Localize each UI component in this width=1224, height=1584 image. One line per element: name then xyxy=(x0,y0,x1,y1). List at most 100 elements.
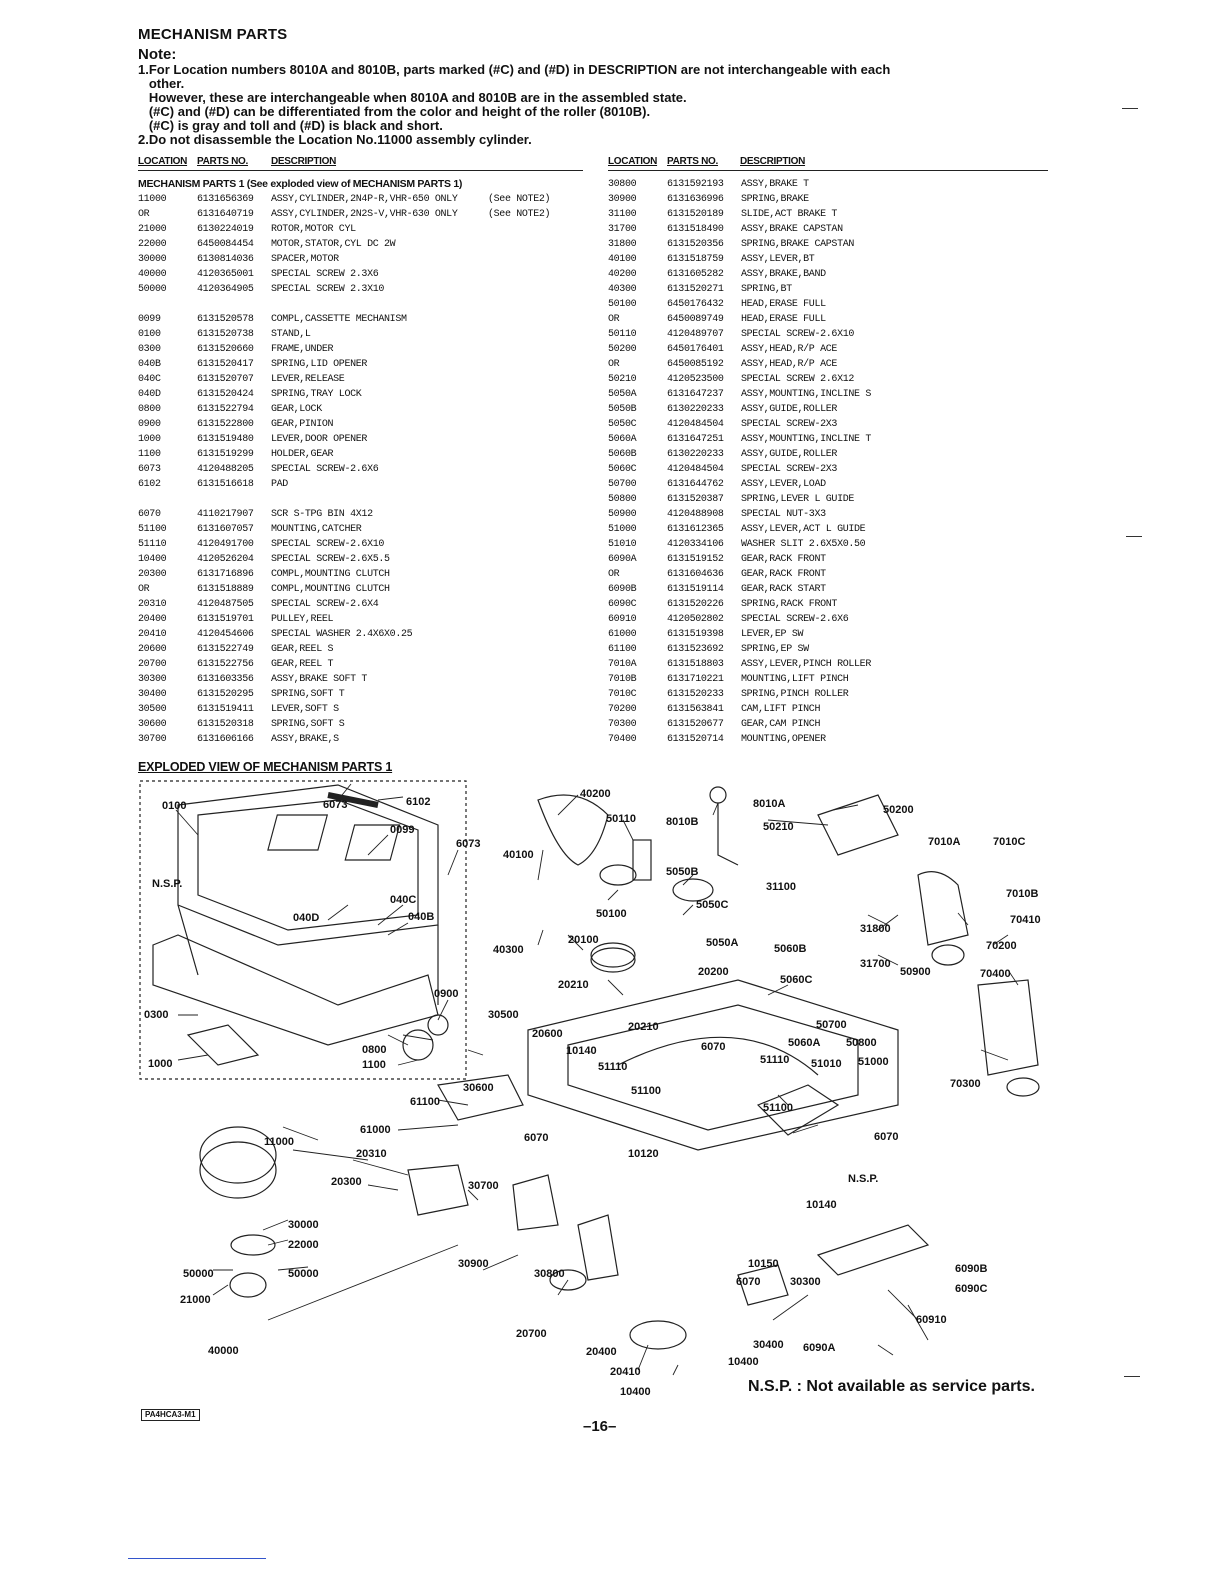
callout-label: 1100 xyxy=(362,1059,386,1071)
description-cell: ASSY,LEVER,ACT L GUIDE xyxy=(741,524,866,535)
callout-label: 61100 xyxy=(410,1096,440,1108)
callout-label: 20210 xyxy=(628,1021,659,1033)
table-row: 22000 6450084454 MOTOR,STATOR,CYL DC 2W xyxy=(138,237,588,252)
description-cell: CAM,LIFT PINCH xyxy=(741,704,821,715)
location-cell: 0900 xyxy=(138,419,161,430)
cam-pinch-gear xyxy=(1006,1077,1040,1097)
description-cell: SPRING,BT xyxy=(741,284,792,295)
parts-no-cell: 6131522749 xyxy=(197,644,254,655)
cassette-frame-inner xyxy=(197,799,419,931)
description-cell: ASSY,LEVER,PINCH ROLLER xyxy=(741,659,871,670)
reel-t-table xyxy=(672,878,714,902)
location-cell: 040C xyxy=(138,374,161,385)
parts-no-cell: 4120488908 xyxy=(667,509,724,520)
location-cell: 22000 xyxy=(138,239,167,250)
description-cell: MOTOR,STATOR,CYL DC 2W xyxy=(271,239,396,250)
parts-no-cell: 6131520356 xyxy=(667,239,724,250)
parts-no-cell: 6131520387 xyxy=(667,494,724,505)
description-cell: COMPL,CASSETTE MECHANISM xyxy=(271,314,407,325)
callout-label: 51110 xyxy=(598,1061,627,1073)
col-description: DESCRIPTION xyxy=(740,156,806,167)
location-cell: 5050A xyxy=(608,389,637,400)
callout-label: 61000 xyxy=(360,1124,391,1136)
callout-label: 21000 xyxy=(180,1294,211,1306)
parts-no-cell: 6131520271 xyxy=(667,284,724,295)
location-cell: 61100 xyxy=(608,644,637,655)
location-cell: 40000 xyxy=(138,269,167,280)
description-cell: FRAME,UNDER xyxy=(271,344,334,355)
callout-label: 50800 xyxy=(846,1037,877,1049)
parts-no-cell: 4120484504 xyxy=(667,464,724,475)
callout-label: 040B xyxy=(408,911,434,923)
location-cell: 20310 xyxy=(138,599,167,610)
description-cell: SPRING,RACK FRONT xyxy=(741,599,838,610)
location-cell: 30600 xyxy=(138,719,167,730)
callout-label: 20700 xyxy=(516,1328,547,1340)
callout-label: 6070 xyxy=(701,1041,725,1053)
table-spacer xyxy=(138,297,588,312)
location-cell: 20600 xyxy=(138,644,167,655)
parts-no-cell: 6131604636 xyxy=(667,569,724,580)
callout-label: 6070 xyxy=(524,1132,548,1144)
notes-block: Note: 1.For Location numbers 8010A and 8… xyxy=(138,47,1038,147)
main-chassis xyxy=(527,979,899,1151)
parts-no-cell: 6450084454 xyxy=(197,239,254,250)
parts-no-cell: 4120334106 xyxy=(667,539,724,550)
location-cell: 0300 xyxy=(138,344,161,355)
description-cell: ASSY,LEVER,BT xyxy=(741,254,815,265)
callout-label: N.S.P. xyxy=(152,878,182,890)
location-cell: OR xyxy=(138,584,150,595)
parts-no-cell: 6131519411 xyxy=(197,704,254,715)
location-cell: 31700 xyxy=(608,224,637,235)
description-cell: ASSY,LEVER,LOAD xyxy=(741,479,826,490)
pinion-gear xyxy=(427,1014,449,1036)
callout-label: 0099 xyxy=(390,824,414,836)
description-cell: SPRING,TRAY LOCK xyxy=(271,389,362,400)
parts-no-cell: 6131519152 xyxy=(667,554,724,565)
location-cell: 6070 xyxy=(138,509,161,520)
callout-label: 10140 xyxy=(566,1045,597,1057)
erase-head xyxy=(632,839,652,881)
callout-label: 10150 xyxy=(748,1258,779,1270)
location-cell: 50210 xyxy=(608,374,637,385)
act-l-guide-lever xyxy=(756,1084,840,1136)
location-cell: 5050C xyxy=(608,419,637,430)
description-cell: LEVER,RELEASE xyxy=(271,374,345,385)
callout-label: 30800 xyxy=(534,1268,565,1280)
leader-lines xyxy=(175,783,1019,1376)
description-cell: SPRING,BRAKE CAPSTAN xyxy=(741,239,855,250)
parts-no-cell: 4120489707 xyxy=(667,329,724,340)
location-cell: 40100 xyxy=(608,254,637,265)
description-cell: ASSY,MOUNTING,INCLINE T xyxy=(741,434,871,445)
under-frame-shape xyxy=(152,934,439,1046)
location-cell: 040B xyxy=(138,359,161,370)
callout-label: 20310 xyxy=(356,1148,387,1160)
pinch-cam xyxy=(931,944,965,966)
callout-label: 30000 xyxy=(288,1219,319,1231)
parts-no-cell: 6131520233 xyxy=(667,689,724,700)
bottom-rule xyxy=(128,1558,266,1559)
parts-no-cell: 6131710221 xyxy=(667,674,724,685)
description-cell: STAND,L xyxy=(271,329,311,340)
note-line: (#C) and (#D) can be differentiated from… xyxy=(138,104,651,119)
